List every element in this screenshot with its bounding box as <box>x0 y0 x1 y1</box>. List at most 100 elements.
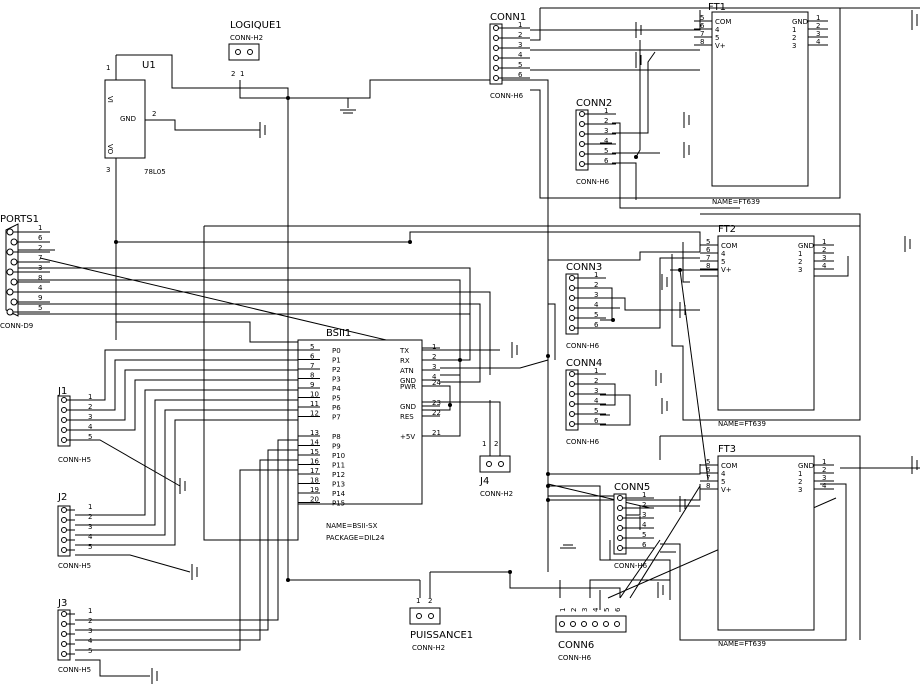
h6-pin-hole <box>569 285 575 291</box>
h6-pin-hole <box>493 25 499 31</box>
j1-ref: J1 <box>57 386 67 397</box>
ft2-name: NAME=FT639 <box>718 420 766 428</box>
puissance1-connector: 1 2 PUISSANCE1 CONN-H2 <box>409 597 473 652</box>
bsii-pin-number: 17 <box>310 467 319 475</box>
h6-pin-hole <box>617 495 623 501</box>
ports-pin-number: 8 <box>38 274 42 282</box>
bsii-pin-number: 18 <box>310 477 319 485</box>
conn6-pin-number: 5 <box>603 608 611 612</box>
logique1-ref: LOGIQUE1 <box>230 20 282 31</box>
ft-pin-number: 2 <box>822 246 826 254</box>
j2-type: CONN-H5 <box>58 562 91 570</box>
ft-pin-name: V+ <box>721 266 732 274</box>
ft-pin-number: 4 <box>822 262 827 270</box>
bsii1-name: NAME=BSII-SX <box>326 522 378 530</box>
conn1-ref: CONN1 <box>490 12 526 23</box>
ft-pin-number: 1 <box>816 14 820 22</box>
h6-pin-hole <box>493 35 499 41</box>
h5-pin-hole <box>61 547 67 553</box>
bsii-pin-number: 16 <box>310 458 319 466</box>
h6-pin-number: 3 <box>594 291 598 299</box>
ft-pin-name: 1 <box>798 470 802 478</box>
h5-pin-hole <box>61 427 67 433</box>
conn5-ref: CONN5 <box>614 482 650 493</box>
h6-pin-hole <box>569 401 575 407</box>
bsii-pin-name: P12 <box>332 471 345 479</box>
ft-pin-name: 4 <box>721 250 726 258</box>
h6-pin-number: 2 <box>642 501 646 509</box>
j3-ref: J3 <box>57 598 67 609</box>
ft-pin-number: 2 <box>822 466 826 474</box>
bsii-pin-number: 6 <box>310 353 315 361</box>
conn6-ref: CONN6 <box>558 640 594 651</box>
h6-pin-number: 4 <box>594 397 599 405</box>
ports-pin-hole <box>6 308 14 316</box>
ports-pin-number: 7 <box>38 254 42 262</box>
h5-pin-hole <box>61 507 67 513</box>
h6-pin-hole <box>569 421 575 427</box>
bsii1-package: PACKAGE=DIL24 <box>326 534 385 542</box>
h6-pin-hole <box>493 45 499 51</box>
ports-pin-number: 1 <box>38 224 42 232</box>
ft3-ref: FT3 <box>718 444 736 455</box>
ft-pin-number: 5 <box>700 14 704 22</box>
puissance1-ref: PUISSANCE1 <box>410 630 473 641</box>
h5-pin-hole <box>61 537 67 543</box>
h5-pin-number: 2 <box>88 617 92 625</box>
j4-type: CONN-H2 <box>480 490 513 498</box>
h5-pin-hole <box>61 611 67 617</box>
j4-connector: 1 2 J4 CONN-H2 <box>479 440 513 498</box>
h6-pin-hole <box>569 275 575 281</box>
h5-pin-number: 2 <box>88 513 92 521</box>
h6-pin-number: 3 <box>518 41 522 49</box>
ft-pin-number: 3 <box>822 254 826 262</box>
logique1-type: CONN-H2 <box>230 34 263 42</box>
conn4-type: CONN-H6 <box>566 438 600 446</box>
conn2-ref: CONN2 <box>576 98 612 109</box>
bsii-pin-name: P13 <box>332 481 345 489</box>
h5-pin-hole <box>61 631 67 637</box>
bsii-pin-name: P8 <box>332 433 341 441</box>
conn6-pin-hole <box>559 621 565 627</box>
bsii-pin-name: PWR <box>400 383 416 391</box>
conn4-ref: CONN4 <box>566 358 602 369</box>
ports-pin-hole <box>10 258 18 266</box>
ports-pin-hole <box>6 268 14 276</box>
h6-pin-number: 4 <box>518 51 523 59</box>
conn6-pin-number: 2 <box>570 608 578 612</box>
h6-pin-hole <box>617 515 623 521</box>
ports-pin-number: 4 <box>38 284 43 292</box>
h5-pin-number: 1 <box>88 607 92 615</box>
ft-pin-name: 5 <box>721 258 725 266</box>
ft-pin-number: 3 <box>816 30 820 38</box>
bsii-pin-name: +5V <box>400 433 415 441</box>
ports-pin-number: 3 <box>38 264 42 272</box>
h6-pin-number: 1 <box>594 271 598 279</box>
h6-pin-number: 4 <box>642 521 647 529</box>
h5-pin-hole <box>61 517 67 523</box>
ft-pin-name: V+ <box>721 486 732 494</box>
h5-pin-number: 3 <box>88 523 92 531</box>
conn2-type: CONN-H6 <box>576 178 610 186</box>
h6-pin-number: 5 <box>642 531 646 539</box>
h5-pin-hole <box>61 437 67 443</box>
h6-pin-hole <box>493 75 499 81</box>
h6-pin-number: 4 <box>604 137 609 145</box>
j2-ref: J2 <box>57 492 67 503</box>
h5-pin-number: 4 <box>88 533 93 541</box>
bsii-pin-number: 19 <box>310 486 319 494</box>
h6-pin-hole <box>569 391 575 397</box>
ft-pin-number: 8 <box>706 482 710 490</box>
svg-text:VI: VI <box>106 96 114 103</box>
h6-pin-number: 5 <box>604 147 608 155</box>
ft-pin-number: 7 <box>706 474 710 482</box>
bsii-pin-number: 1 <box>432 343 436 351</box>
ft-pin-name: 2 <box>798 478 802 486</box>
bsii-pin-name: P15 <box>332 500 345 508</box>
h6-pin-hole <box>569 411 575 417</box>
j1-type: CONN-H5 <box>58 456 91 464</box>
